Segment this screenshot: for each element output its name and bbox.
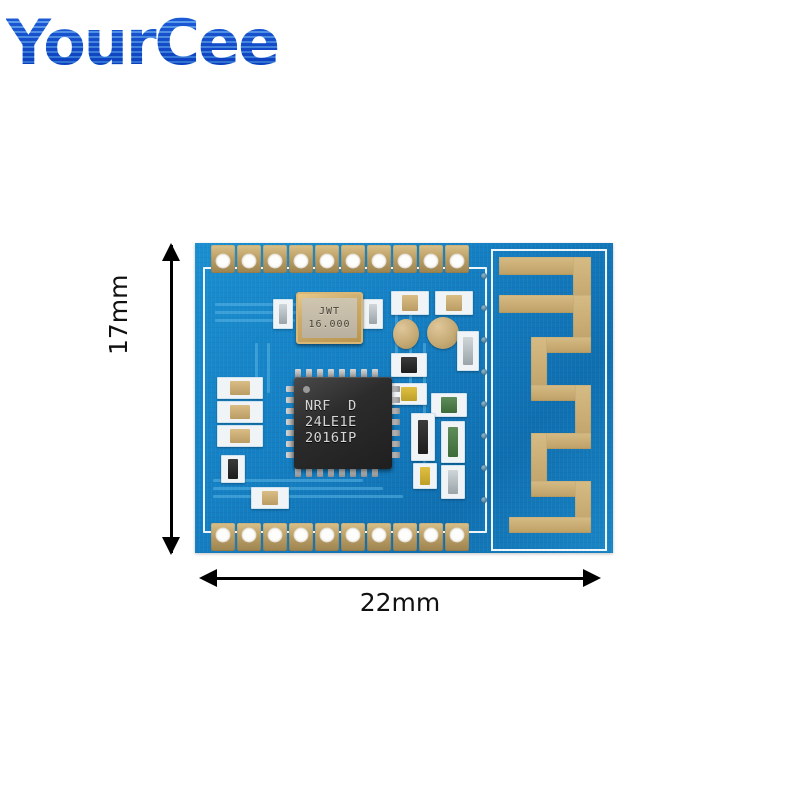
ic-marking-text: NRF D 24LE1E 2016IP	[305, 398, 357, 446]
castellated-pad	[237, 523, 261, 551]
via	[481, 273, 487, 279]
castellated-pad	[289, 523, 313, 551]
crystal-marking-line2: 16.000	[308, 319, 351, 330]
antenna-segment	[573, 295, 591, 347]
smd-capacitor	[273, 299, 293, 329]
smd-capacitor	[221, 455, 245, 483]
castellated-pad	[237, 245, 261, 273]
via	[481, 369, 487, 375]
dimension-line-horizontal	[203, 577, 597, 580]
arrowhead-left-icon	[199, 569, 217, 587]
arrowhead-right-icon	[583, 569, 601, 587]
castellated-pad	[445, 523, 469, 551]
castellated-pad	[315, 245, 339, 273]
smd-inductor	[431, 393, 467, 417]
castellated-pad	[367, 245, 391, 273]
dimension-label-height: 17mm	[104, 274, 133, 355]
castellated-pad	[341, 245, 365, 273]
dimension-line-vertical	[170, 245, 173, 553]
via	[481, 305, 487, 311]
smd-capacitor	[391, 291, 429, 315]
pcb-trace	[213, 495, 403, 498]
pcb-trace	[213, 487, 383, 490]
antenna-segment	[509, 517, 591, 533]
pcb-trace	[267, 343, 270, 393]
smd-capacitor	[441, 465, 465, 499]
smd-resistor	[217, 425, 263, 447]
castellated-pad	[393, 523, 417, 551]
castellated-pad	[315, 523, 339, 551]
antenna-segment	[575, 385, 591, 447]
smd-capacitor	[435, 291, 473, 315]
castellated-pad	[393, 245, 417, 273]
castellated-pad	[263, 523, 287, 551]
smd-capacitor	[363, 299, 383, 329]
castellated-pad	[211, 523, 235, 551]
via	[481, 337, 487, 343]
smd-inductor	[441, 421, 465, 463]
antenna-segment	[499, 295, 591, 313]
ic-pin1-marker	[303, 386, 310, 393]
dimension-label-width: 22mm	[359, 588, 441, 617]
smd-capacitor	[411, 413, 435, 461]
crystal-face: JWT 16.000	[302, 298, 357, 338]
crystal-marking-line1: JWT	[318, 306, 341, 317]
pcb-trace	[213, 479, 363, 482]
silkscreen-outline-antenna	[491, 249, 607, 551]
ic-pins-top	[295, 369, 378, 378]
round-pad	[427, 317, 459, 349]
antenna-segment	[531, 433, 547, 495]
arrowhead-down-icon	[162, 537, 180, 555]
ic-pins-right	[391, 386, 400, 458]
ic-pins-left	[286, 386, 295, 458]
smd-resistor	[413, 463, 437, 489]
castellated-pad	[211, 245, 235, 273]
pcb-module: JWT 16.000 NRF D 24LE1E 2016IP	[195, 243, 613, 553]
via	[481, 497, 487, 503]
smd-resistor	[217, 401, 263, 423]
smd-inductor	[391, 353, 427, 377]
castellated-pad	[419, 245, 443, 273]
castellated-pad	[289, 245, 313, 273]
crystal-oscillator: JWT 16.000	[296, 292, 363, 344]
via	[481, 465, 487, 471]
pad-row-bottom	[211, 523, 469, 551]
antenna-segment	[499, 257, 591, 275]
brand-logo-wordmark: YourCee	[6, 8, 296, 78]
castellated-pad	[367, 523, 391, 551]
smd-resistor	[217, 377, 263, 399]
via	[481, 433, 487, 439]
pcb-trace	[255, 343, 258, 383]
castellated-pad	[341, 523, 365, 551]
brand-logo: YourCee	[6, 8, 296, 78]
smd-resistor	[251, 487, 289, 509]
pad-row-top	[211, 245, 469, 273]
pcb-trace	[215, 319, 295, 322]
smd-capacitor	[457, 331, 479, 371]
main-ic: NRF D 24LE1E 2016IP	[294, 377, 392, 469]
pcb-trace	[215, 311, 315, 314]
castellated-pad	[263, 245, 287, 273]
ic-pins-bottom	[295, 468, 378, 477]
smd-resistor	[391, 383, 427, 405]
antenna-segment	[531, 337, 547, 399]
round-pad	[393, 319, 419, 349]
pcb-meander-antenna	[491, 249, 603, 547]
castellated-pad	[445, 245, 469, 273]
arrowhead-up-icon	[162, 243, 180, 261]
castellated-pad	[419, 523, 443, 551]
via	[481, 401, 487, 407]
